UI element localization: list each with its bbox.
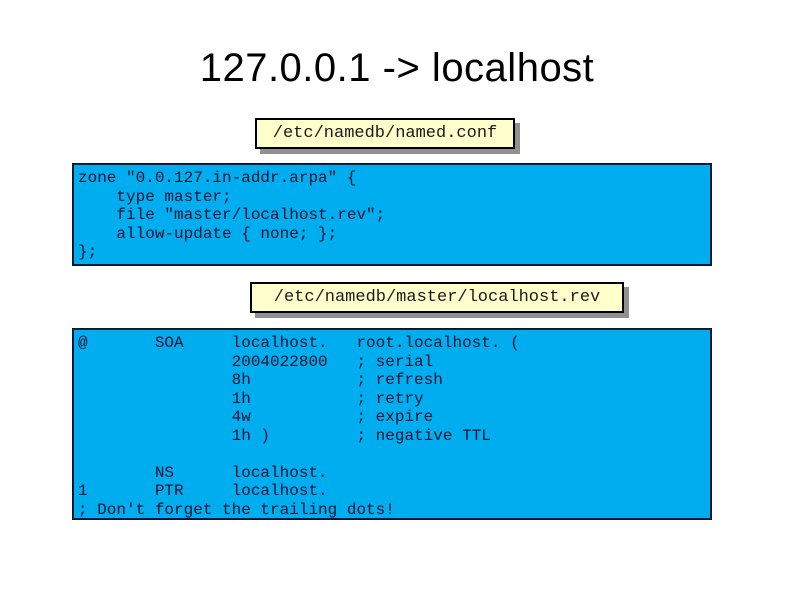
code-line: 1 PTR localhost. xyxy=(78,482,328,500)
file-path-label-named-conf: /etc/namedb/named.conf xyxy=(255,118,515,149)
file-path-label-localhost-rev-text: /etc/namedb/master/localhost.rev xyxy=(273,288,601,307)
code-line: file "master/localhost.rev"; xyxy=(78,206,386,224)
code-line: NS localhost. xyxy=(78,463,328,482)
code-box-named-conf: zone "0.0.127.in-addr.arpa" { type maste… xyxy=(72,163,712,266)
code-line xyxy=(78,445,706,464)
slide-title: 127.0.0.1 -> localhost xyxy=(199,46,595,90)
code-line: zone "0.0.127.in-addr.arpa" { xyxy=(78,169,357,187)
code-line: 1h ) ; negative TTL xyxy=(78,426,491,445)
code-line: @ SOA localhost. root.localhost. ( xyxy=(78,334,520,352)
code-line: ; Don't forget the trailing dots! xyxy=(78,500,395,519)
code-line: 4w ; expire xyxy=(78,408,434,426)
file-path-label-localhost-rev: /etc/namedb/master/localhost.rev xyxy=(250,282,624,313)
code-line: 1h ; retry xyxy=(78,389,424,408)
code-line: allow-update { none; }; xyxy=(78,224,338,243)
file-path-label-named-conf-text: /etc/namedb/named.conf xyxy=(272,124,498,143)
code-box-localhost-rev: @ SOA localhost. root.localhost. ( 20040… xyxy=(72,328,712,520)
code-line: }; xyxy=(78,243,98,261)
code-line: 8h ; refresh xyxy=(78,371,443,389)
code-line: 2004022800 ; serial xyxy=(78,352,434,371)
code-line: type master; xyxy=(78,187,232,206)
